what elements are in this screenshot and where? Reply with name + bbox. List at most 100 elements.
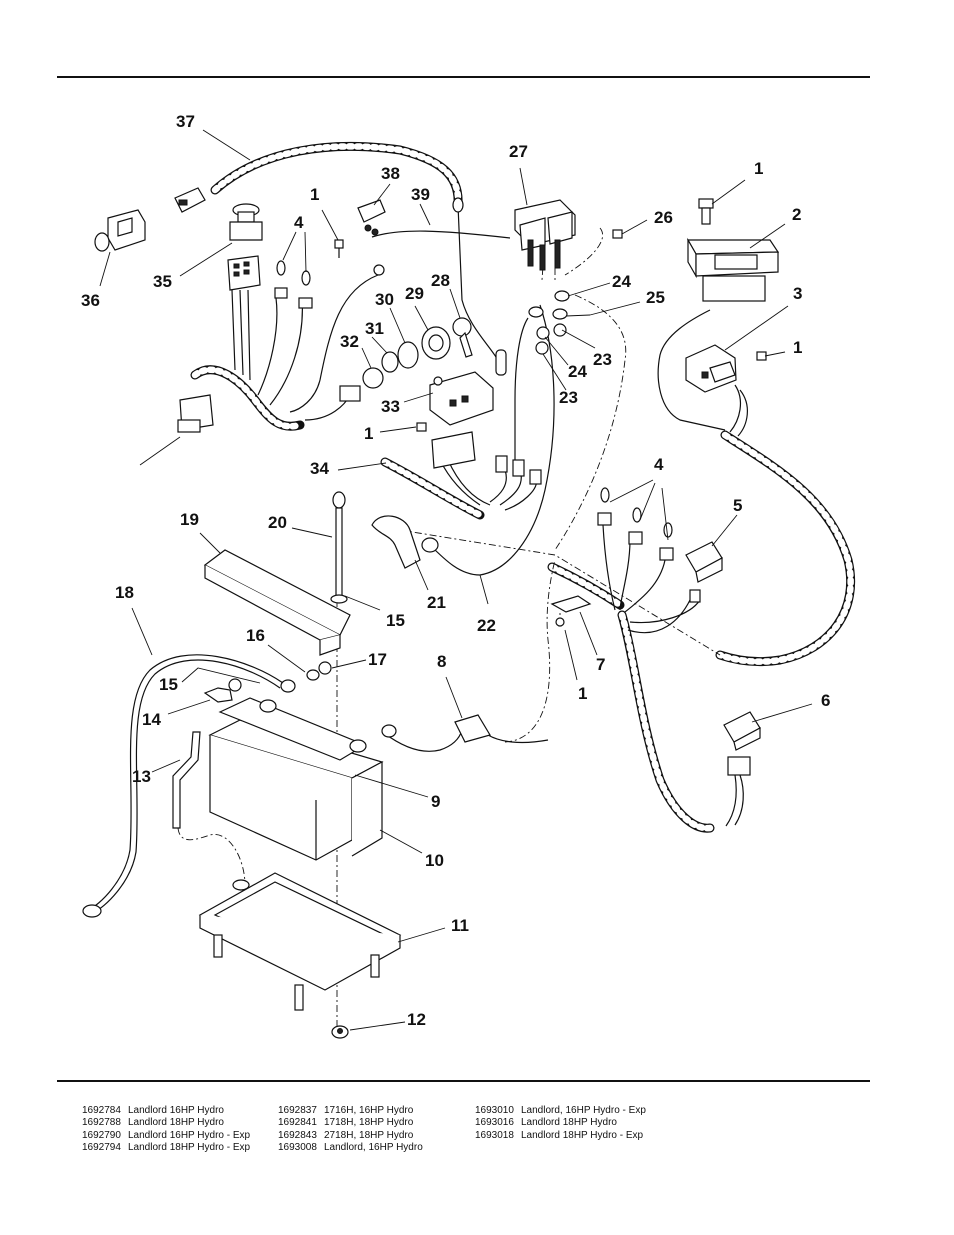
callout-18: 18	[115, 583, 134, 602]
callout-28: 28	[431, 271, 450, 290]
module-33	[429, 371, 494, 426]
main-wire-harness	[190, 141, 856, 833]
callout-34: 34	[310, 459, 329, 478]
footer-rule	[57, 1080, 870, 1082]
callout-4: 4	[294, 213, 304, 232]
callout-1: 1	[754, 159, 763, 178]
connector-37	[174, 187, 206, 213]
model-row: 1692841 1718H, 18HP Hydro	[278, 1117, 423, 1129]
bracket-19	[203, 549, 351, 656]
callout-3: 3	[793, 284, 802, 303]
terminals-23-24-25	[528, 290, 570, 355]
screw-1-right	[756, 351, 767, 361]
cable-ring-18	[82, 904, 102, 918]
model-number: 1693016	[475, 1117, 514, 1129]
callout-26: 26	[654, 208, 673, 227]
model-row: 1693016 Landlord 18HP Hydro	[475, 1117, 646, 1129]
callout-13: 13	[132, 767, 151, 786]
model-number: 1692794	[82, 1142, 121, 1154]
model-name: Landlord 18HP Hydro - Exp	[128, 1142, 251, 1154]
callout-23: 23	[559, 388, 578, 407]
model-name: Landlord 18HP Hydro - Exp	[521, 1129, 644, 1141]
solenoid-bracket-27	[514, 199, 576, 271]
callout-9: 9	[431, 792, 440, 811]
model-number: 1692788	[82, 1117, 121, 1129]
callout-1: 1	[364, 424, 373, 443]
callout-1: 1	[578, 684, 587, 703]
indicator-bulbs-4-right	[597, 487, 674, 561]
model-name: Landlord, 16HP Hydro	[324, 1142, 423, 1154]
model-name: Landlord 16HP Hydro	[128, 1105, 224, 1116]
battery-tray-11	[198, 872, 402, 1011]
model-row: 1693018 Landlord 18HP Hydro - Exp	[475, 1130, 646, 1142]
battery-10	[208, 697, 384, 861]
model-number: 1692841	[278, 1117, 317, 1129]
model-number: 1692790	[82, 1129, 121, 1141]
pto-switch-35	[227, 203, 263, 291]
callout-10: 10	[425, 851, 444, 870]
callout-25: 25	[646, 288, 665, 307]
harness-connectors-34	[177, 394, 542, 485]
model-name: 2718H, 18HP Hydro	[324, 1129, 414, 1141]
header-rule	[57, 76, 870, 78]
cable-boot-8	[381, 714, 491, 743]
model-name: 1718H, 18HP Hydro	[324, 1117, 414, 1129]
screw-26	[612, 229, 623, 239]
switch-6	[723, 711, 761, 776]
callout-1: 1	[793, 338, 802, 357]
callout-24: 24	[612, 272, 631, 291]
model-name: Landlord 16HP Hydro - Exp	[128, 1129, 251, 1141]
callout-37: 37	[176, 112, 195, 131]
interlock-switch-36	[94, 209, 146, 252]
model-number: 1693010	[475, 1105, 514, 1116]
callout-19: 19	[180, 510, 199, 529]
callout-24: 24	[568, 362, 587, 381]
model-row: 1692784 Landlord 16HP Hydro	[82, 1105, 250, 1117]
terminal-boot-21	[371, 515, 421, 569]
model-name: Landlord 18HP Hydro	[521, 1117, 617, 1129]
vent-tube-13	[172, 731, 201, 829]
callout-20: 20	[268, 513, 287, 532]
model-row: 1693008 Landlord, 16HP Hydro	[278, 1142, 423, 1154]
callout-15: 15	[386, 611, 405, 630]
callout-8: 8	[437, 652, 446, 671]
model-number: 1692837	[278, 1105, 317, 1116]
screw-1-mid	[416, 422, 427, 432]
callout-33: 33	[381, 397, 400, 416]
battery-rod-20	[330, 491, 348, 604]
screw-1-upper	[334, 239, 385, 276]
callout-1: 1	[310, 185, 319, 204]
callout-30: 30	[375, 290, 394, 309]
callout-21: 21	[427, 593, 446, 612]
callout-22: 22	[477, 616, 496, 635]
callout-7: 7	[596, 655, 605, 674]
callout-15: 15	[159, 675, 178, 694]
callout-2: 2	[792, 205, 801, 224]
callout-6: 6	[821, 691, 830, 710]
connector-39	[452, 197, 507, 376]
model-number: 1693008	[278, 1142, 317, 1154]
callout-5: 5	[733, 496, 742, 515]
callout-29: 29	[405, 284, 424, 303]
relay-38	[357, 199, 386, 236]
callout-32: 32	[340, 332, 359, 351]
cable-end-22	[421, 537, 439, 553]
bracket-7	[550, 595, 592, 627]
callout-39: 39	[411, 185, 430, 204]
hardware-14-15-16-17	[203, 661, 332, 703]
callout-14: 14	[142, 710, 161, 729]
callout-35: 35	[153, 272, 172, 291]
hour-meter-2	[686, 237, 780, 302]
callout-36: 36	[81, 291, 100, 310]
model-number: 1693018	[475, 1129, 514, 1141]
leader-lines	[99, 129, 813, 1031]
ignition-key-28	[452, 317, 473, 358]
model-number: 1692784	[82, 1105, 121, 1116]
callout-17: 17	[368, 650, 387, 669]
